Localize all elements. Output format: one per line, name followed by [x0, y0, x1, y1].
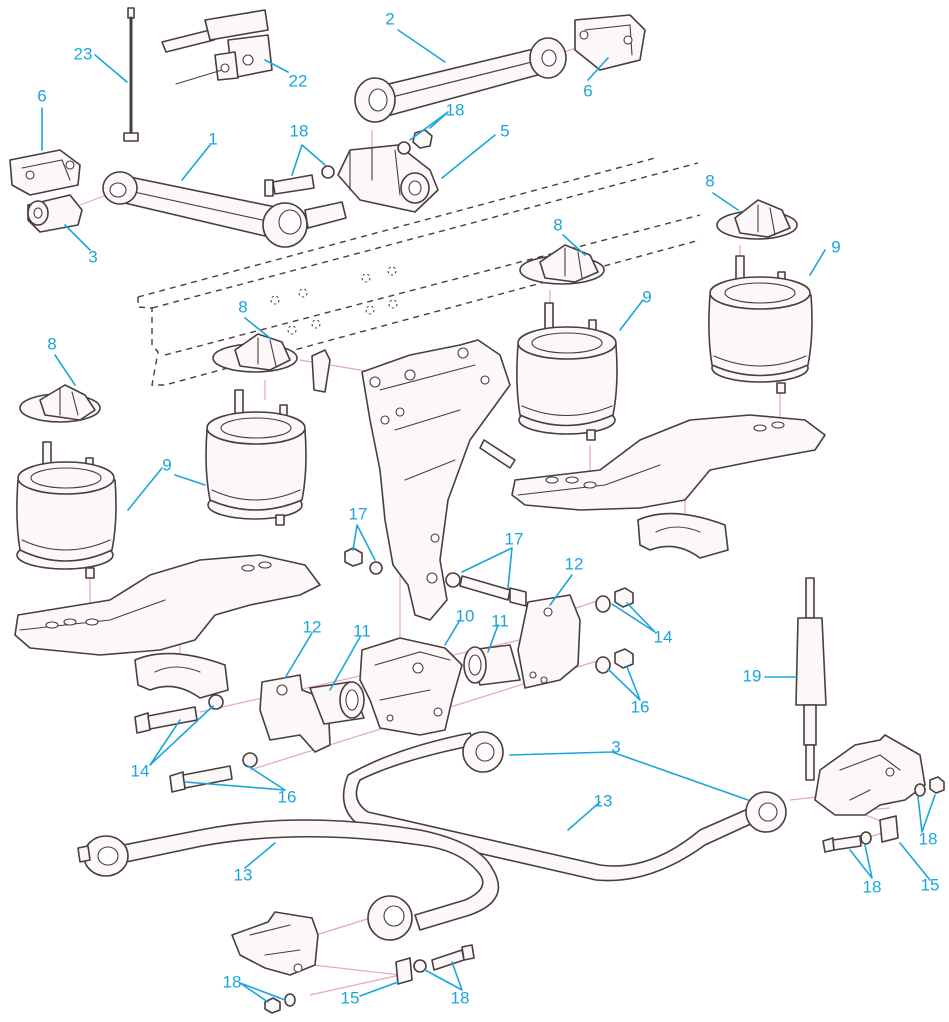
callout-9-b: 9: [642, 287, 651, 306]
bolt-set-17: [344, 547, 527, 607]
callout-15-bottom: 15: [341, 988, 360, 1007]
air-spring-plate-left: [19, 384, 101, 423]
air-spring-center-left: [205, 389, 307, 526]
bump-stop-left: [134, 652, 229, 699]
frame-clip: [311, 349, 331, 393]
stabilizer-bar-left: [77, 819, 500, 941]
height-leveling-valve: [161, 9, 273, 85]
air-spring-plate-center-right: [519, 244, 605, 285]
air-spring-center-right: [516, 302, 618, 441]
callout-18-e: 18: [223, 972, 242, 991]
center-hanger: [359, 637, 463, 736]
callout-1: 1: [208, 129, 217, 148]
torque-rod-upper: [354, 37, 567, 123]
callout-leaders: [41, 29, 936, 1003]
main-hanger-bracket: [361, 339, 516, 621]
axle-beam-right: [511, 414, 826, 511]
callout-8-a: 8: [705, 171, 714, 190]
hanger-plate-right: [517, 594, 581, 689]
callout-17-a: 17: [349, 504, 368, 523]
bolt-set-14-left: [134, 694, 224, 734]
callout-9-c: 9: [162, 455, 171, 474]
torque-rod-bracket-left: [9, 149, 81, 196]
callout-8-c: 8: [238, 297, 247, 316]
callout-13-right: 13: [594, 791, 613, 810]
callout-22: 22: [289, 71, 308, 90]
callout-8-b: 8: [553, 215, 562, 234]
bushing-left: [309, 681, 365, 725]
callout-17-b: 17: [505, 529, 524, 548]
bolt-set-top: [264, 129, 433, 197]
stabilizer-bracket-left: [231, 911, 319, 976]
torque-rod-bushing-upper: [27, 194, 83, 233]
torque-rod-bracket-right: [574, 14, 646, 71]
callout-11-a: 11: [353, 621, 371, 640]
callout-5: 5: [500, 121, 509, 140]
callout-12-a: 12: [303, 617, 322, 636]
callout-18-f: 18: [451, 988, 470, 1007]
callout-8-d: 8: [47, 334, 56, 353]
torque-rod-lower: [102, 171, 347, 248]
callout-9-a: 9: [831, 237, 840, 256]
callout-2: 2: [385, 9, 394, 28]
bump-stop-right: [637, 512, 729, 559]
callout-14-a: 14: [131, 761, 150, 780]
callout-labels: 2 23 22 6 6 1 18 18 5 3 8 8 8 8 9 9 9 9 …: [37, 9, 939, 1007]
air-spring-plate-right: [716, 199, 798, 240]
stabilizer-bracket-right: [814, 734, 926, 816]
height-valve-rod: [123, 7, 139, 142]
callout-13-left: 13: [234, 865, 253, 884]
air-spring-left: [16, 441, 117, 579]
bolt-set-18-right: [822, 776, 945, 853]
callout-16-b: 16: [631, 697, 650, 716]
callout-15-right: 15: [921, 875, 940, 894]
air-spring-right: [708, 255, 813, 394]
callout-19: 19: [743, 666, 762, 685]
callout-18-d: 18: [863, 877, 882, 896]
chassis-frame: [137, 157, 701, 386]
callout-18-b: 18: [446, 100, 465, 119]
bushing-right: [463, 644, 521, 686]
air-spring-plate-center-left: [212, 333, 298, 373]
callout-6-right: 6: [583, 81, 592, 100]
callout-3-top: 3: [88, 247, 97, 266]
torque-rod-mount: [337, 144, 439, 213]
nut-set-14-right: [595, 587, 634, 613]
callout-18-c: 18: [919, 829, 938, 848]
callout-10: 10: [456, 606, 475, 625]
callout-16-a: 16: [278, 787, 297, 806]
nut-set-16-right: [595, 648, 634, 674]
callout-14-b: 14: [654, 627, 673, 646]
callout-12-b: 12: [565, 554, 584, 573]
shock-absorber: [795, 577, 827, 781]
bolt-set-18-bottom: [264, 944, 475, 1014]
stabilizer-bar-right: [342, 731, 787, 882]
axle-beam-left: [14, 554, 321, 656]
callout-3-bottom: 3: [611, 737, 620, 756]
callout-18-a: 18: [290, 121, 309, 140]
callout-23: 23: [74, 44, 93, 63]
callout-11-b: 11: [491, 611, 509, 630]
callout-6-left: 6: [37, 86, 46, 105]
